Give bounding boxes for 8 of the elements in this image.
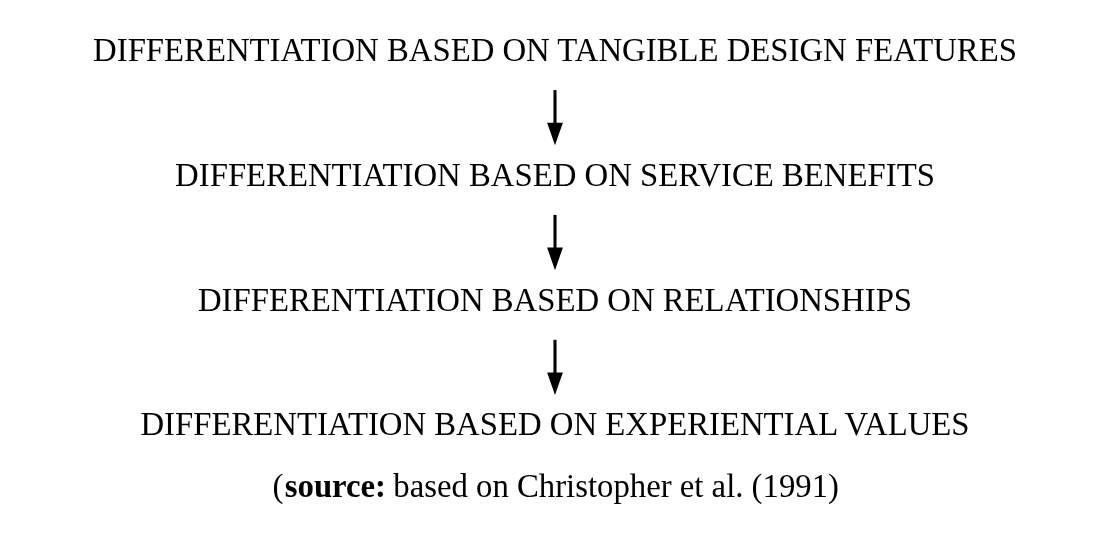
arrow <box>547 90 563 146</box>
node-text: DIFFERENTIATION BASED ON EXPERIENTIAL VALUES <box>140 406 970 443</box>
caption: (source: based on Christopher et al. (1991) <box>272 467 839 504</box>
node-text: DIFFERENTIATION BASED ON RELATIONSHIPS <box>197 281 913 318</box>
arrow <box>547 214 563 271</box>
node-text: DIFFERENTIATION BASED ON TANGIBLE DESIGN FEATURES <box>93 31 1017 68</box>
node-text: DIFFERENTIATION BASED ON SERVICE BENEFITS <box>175 156 935 193</box>
arrow <box>547 339 563 396</box>
